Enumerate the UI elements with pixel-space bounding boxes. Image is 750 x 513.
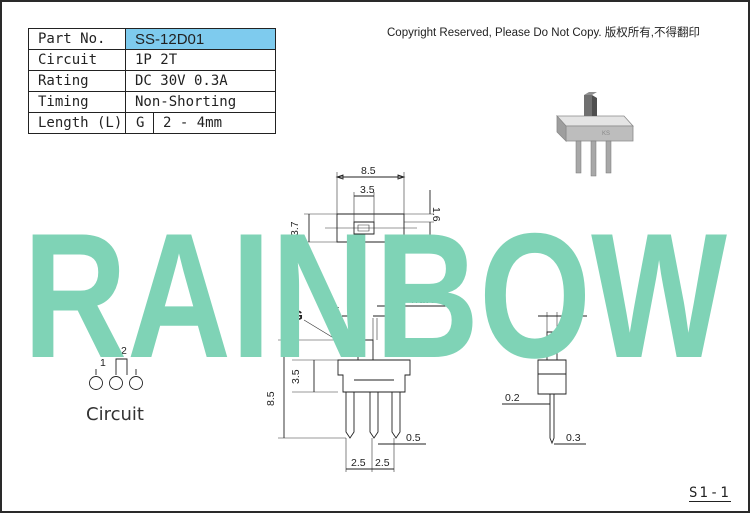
dim-knob-width: 1.5 xyxy=(568,305,583,317)
table-row: Rating DC 30V 0.3A xyxy=(28,70,276,92)
pin1-label: 1 xyxy=(100,357,106,369)
top-view: 8.5 3.5 1.6 3.7 xyxy=(289,165,442,243)
circuit-diagram: 1 2 Circuit xyxy=(86,345,144,425)
dim-pin-offset: 0.2 xyxy=(505,392,520,404)
product-render: KS xyxy=(556,92,634,177)
spec-table: Part No. SS-12D01 Circuit 1P 2T Rating D… xyxy=(28,28,276,134)
part-no-value: SS-12D01 xyxy=(125,28,276,50)
dim-pin-thickness: 0.3 xyxy=(566,432,581,444)
dim-pin-width: 0.5 xyxy=(406,432,421,444)
dim-slot-width: 3.5 xyxy=(360,184,375,196)
dim-total-height: 8.5 xyxy=(265,391,277,406)
pin-circle xyxy=(109,376,123,390)
dim-knob-depth: 1.6 xyxy=(430,207,442,222)
dim-travel: 2.0 Travel xyxy=(392,294,438,306)
rating-value: DC 30V 0.3A xyxy=(125,70,276,92)
copyright-notice: Copyright Reserved, Please Do Not Copy. … xyxy=(387,27,700,39)
label-g: G xyxy=(292,307,303,323)
side-view: 1.5 0.2 0.3 xyxy=(502,305,587,445)
dim-pitch-right: 2.5 xyxy=(375,457,390,469)
circuit-caption: Circuit xyxy=(86,404,144,425)
table-row: Length (L) G 2 - 4mm xyxy=(28,112,276,134)
dim-overall-width: 8.5 xyxy=(361,165,376,177)
timing-value: Non-Shorting xyxy=(125,91,276,113)
pin2-label: 2 xyxy=(121,345,127,357)
length-label: Length (L) xyxy=(28,112,126,134)
pin-circle xyxy=(129,376,143,390)
length-value: 2 - 4mm xyxy=(153,112,276,134)
dim-body-height: 3.5 xyxy=(290,369,302,384)
part-no-label: Part No. xyxy=(28,28,126,50)
dim-knob-offset: 1.5 xyxy=(325,305,340,317)
pin-circle xyxy=(89,376,103,390)
table-row: Part No. SS-12D01 xyxy=(28,28,276,50)
dim-pitch-left: 2.5 xyxy=(351,457,366,469)
page-reference: S1-1 xyxy=(689,485,731,502)
dim-body-depth: 3.7 xyxy=(289,221,301,236)
svg-text:KS: KS xyxy=(602,131,610,137)
circuit-label: Circuit xyxy=(28,49,126,71)
length-code: G xyxy=(125,112,154,134)
front-view: G 1.5 2.0 Travel 3.5 8.5 2.5 2.5 0.5 xyxy=(265,294,447,472)
rainbow-watermark: RAINBOW xyxy=(23,196,727,395)
